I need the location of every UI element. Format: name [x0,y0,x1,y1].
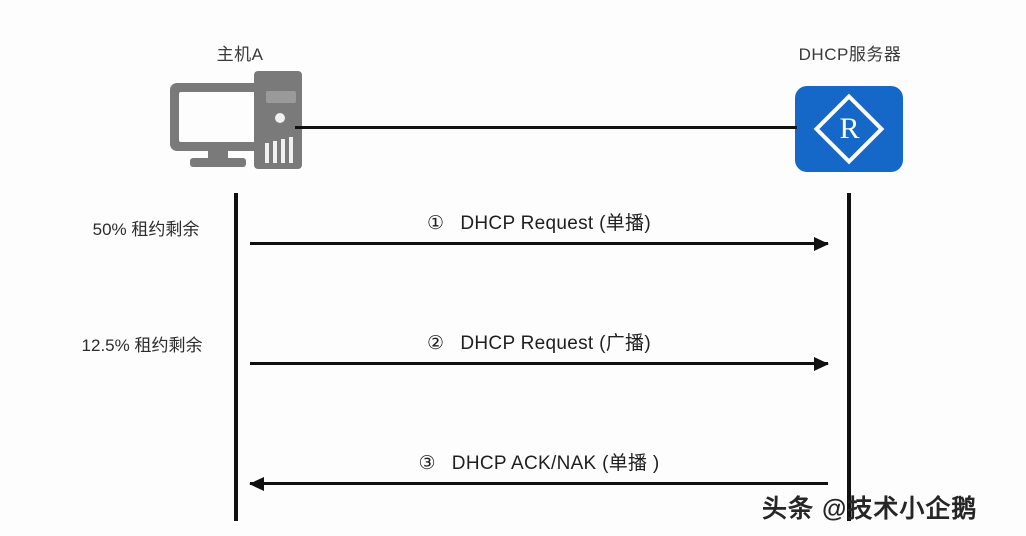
router-glyph: R [839,112,860,145]
watermark: 头条 @技术小企鹅 [762,495,978,523]
message-2-number: ② [427,333,445,354]
message-1-number: ① [427,213,445,234]
message-1-label: ① DHCP Request (单播) [250,208,828,235]
message-2-dhcp-request-broadcast: ② DHCP Request (广播) [250,325,829,371]
lease-marker-12-5-percent: 12.5% 租约剩余 [81,336,203,355]
message-3-dhcp-ack-nak-unicast: ③ DHCP ACK/NAK (单播 ) [249,445,828,491]
message-1-line [250,242,828,245]
message-3-line [250,482,828,485]
physical-link-line [295,126,797,129]
desktop-computer-icon [168,71,304,171]
server-lifeline [847,193,851,521]
message-3-number: ③ [418,453,436,474]
message-1-text: DHCP Request (单播) [460,213,651,234]
message-2-line [250,362,828,365]
host-lifeline [234,193,238,521]
message-2-text: DHCP Request (广播) [460,333,651,354]
message-3-text: DHCP ACK/NAK (单播 ) [451,453,660,474]
server-node-label: DHCP服务器 [798,45,902,64]
router-icon: R [795,86,903,172]
message-1-arrowhead-right-icon [814,236,829,251]
message-1-dhcp-request-unicast: ① DHCP Request (单播) [250,205,829,251]
lease-marker-50-percent: 50% 租约剩余 [92,220,200,239]
message-2-label: ② DHCP Request (广播) [250,328,828,355]
message-3-arrowhead-left-icon [249,476,264,491]
host-node-label: 主机A [216,45,264,64]
message-2-arrowhead-right-icon [814,356,829,371]
message-3-label: ③ DHCP ACK/NAK (单播 ) [250,448,828,475]
